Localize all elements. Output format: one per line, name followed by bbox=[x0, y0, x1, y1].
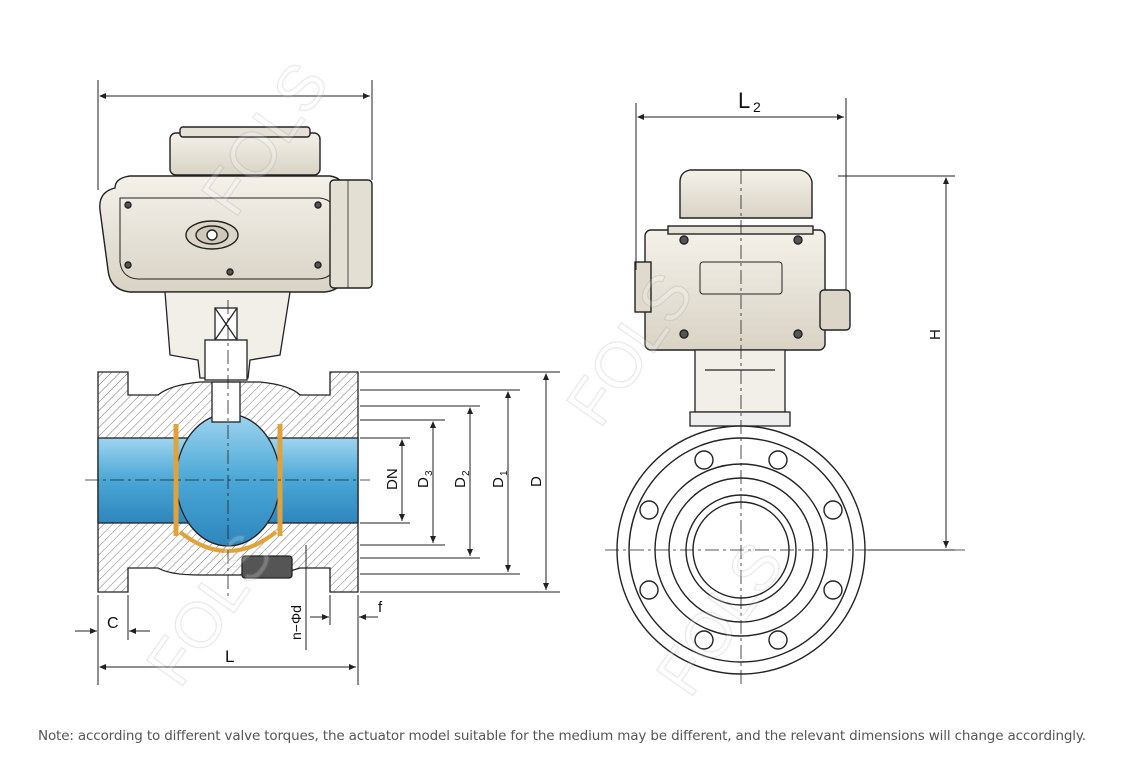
label-D3: D bbox=[415, 477, 432, 488]
dim-diameters bbox=[360, 371, 560, 593]
actuator-front bbox=[99, 126, 373, 293]
label-n-phi-d: n−Φd bbox=[288, 605, 304, 640]
bracket-front bbox=[164, 291, 291, 381]
label-H: H bbox=[927, 329, 944, 340]
label-D2: D bbox=[452, 477, 469, 488]
label-f: f bbox=[378, 599, 383, 616]
footnote: Note: according to different valve torqu… bbox=[38, 728, 1086, 744]
label-L: L bbox=[225, 647, 234, 666]
label-D: D bbox=[528, 476, 545, 487]
front-view: L C f n−Φd DN D 3 bbox=[75, 80, 560, 685]
label-D3-sub: 3 bbox=[424, 470, 435, 476]
label-L2: L bbox=[738, 88, 750, 113]
dim-H bbox=[838, 175, 955, 551]
actuator-side bbox=[634, 169, 851, 351]
side-view: L 2 H bbox=[605, 88, 965, 685]
label-DN: DN bbox=[384, 468, 401, 490]
label-D2-sub: 2 bbox=[461, 470, 472, 476]
label-D1-sub: 1 bbox=[499, 470, 510, 476]
label-D1: D bbox=[490, 477, 507, 488]
dim-L bbox=[75, 545, 378, 685]
dim-L2 bbox=[635, 98, 847, 290]
label-L2-sub: 2 bbox=[753, 99, 761, 115]
label-C: C bbox=[107, 615, 119, 632]
bracket-side bbox=[689, 349, 791, 427]
dim-top-overall bbox=[97, 80, 373, 190]
